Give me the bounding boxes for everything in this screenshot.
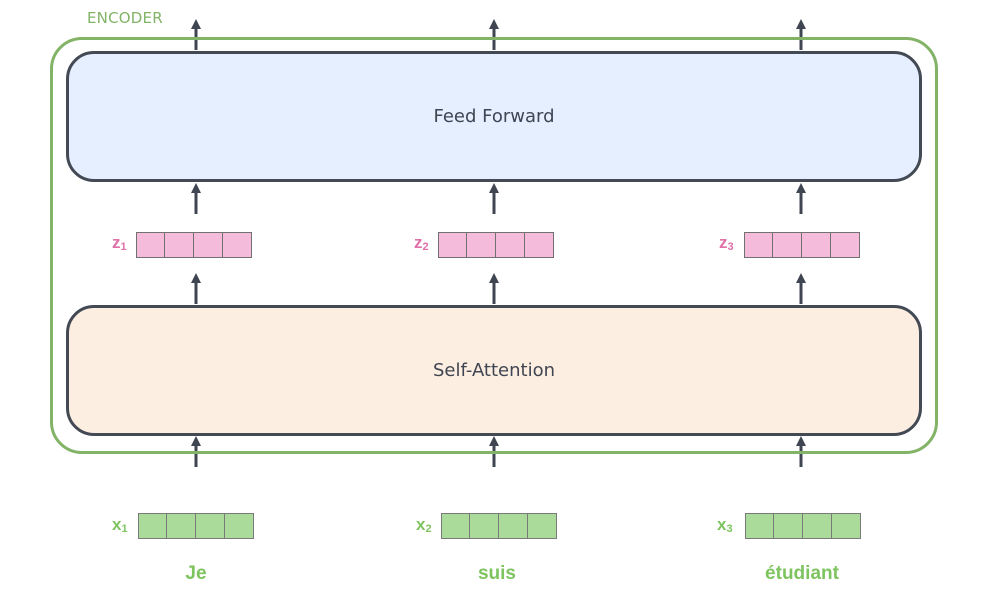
vector-cell <box>745 513 774 539</box>
z3-vector <box>744 232 860 258</box>
encoder-label: ENCODER <box>87 9 163 27</box>
vector-cell <box>774 513 803 539</box>
x3-label: x3 <box>717 515 733 535</box>
vector-cell <box>136 232 165 258</box>
vector-cell <box>744 232 773 258</box>
vector-cell <box>467 232 496 258</box>
input-word-1: Je <box>185 563 207 584</box>
vector-cell <box>831 232 860 258</box>
vector-cell <box>470 513 499 539</box>
feed-forward-layer: Feed Forward <box>66 51 922 182</box>
x2-label: x2 <box>416 515 432 535</box>
z1-label: z1 <box>112 233 127 253</box>
x2-vector <box>441 513 557 539</box>
vector-cell <box>225 513 254 539</box>
self-attention-layer: Self-Attention <box>66 305 922 436</box>
vector-cell <box>165 232 194 258</box>
input-word-3: étudiant <box>765 563 839 584</box>
vector-cell <box>194 232 223 258</box>
vector-cell <box>803 513 832 539</box>
feed-forward-label: Feed Forward <box>433 106 555 127</box>
x1-label: x1 <box>112 515 128 535</box>
x1-vector <box>138 513 254 539</box>
vector-cell <box>223 232 252 258</box>
vector-cell <box>832 513 861 539</box>
vector-cell <box>438 232 467 258</box>
vector-cell <box>499 513 528 539</box>
vector-cell <box>138 513 167 539</box>
vector-cell <box>802 232 831 258</box>
vector-cell <box>196 513 225 539</box>
vector-cell <box>773 232 802 258</box>
vector-cell <box>525 232 554 258</box>
self-attention-label: Self-Attention <box>432 360 556 381</box>
encoder-box <box>50 37 938 454</box>
x3-vector <box>745 513 861 539</box>
z3-label: z3 <box>719 233 734 253</box>
vector-cell <box>441 513 470 539</box>
input-word-2: suis <box>477 563 517 584</box>
z2-label: z2 <box>414 233 429 253</box>
z2-vector <box>438 232 554 258</box>
vector-cell <box>167 513 196 539</box>
z1-vector <box>136 232 252 258</box>
vector-cell <box>496 232 525 258</box>
vector-cell <box>528 513 557 539</box>
